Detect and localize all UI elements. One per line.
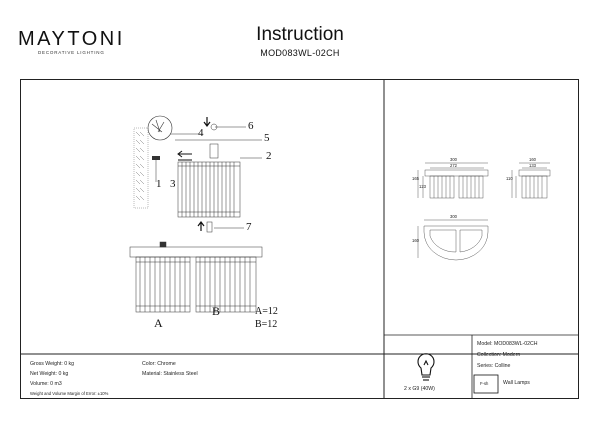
dim-height-1: 165 (412, 176, 419, 181)
callout-5: 5 (264, 132, 270, 144)
callout-3: 3 (170, 178, 176, 190)
lamp-front-view (129, 241, 263, 313)
model-code: MOD083WL-02CH (260, 48, 340, 58)
product-series: Series: Colline (477, 363, 511, 369)
callout-2: 2 (266, 150, 272, 162)
brand-tagline: DECORATIVE LIGHTING (38, 50, 105, 55)
count-a: A=12 (255, 306, 278, 317)
dim-height-2: 123 (419, 184, 426, 189)
dimension-side (511, 162, 551, 199)
dim-side-width: 160 (529, 157, 536, 162)
drawing-frame (20, 79, 579, 399)
view-b-label: B (212, 304, 221, 318)
bulb-spec: 2 x G9 (40W) (404, 386, 435, 392)
dim-height-3: 110 (506, 176, 513, 181)
product-type: Wall Lamps (503, 380, 530, 386)
gross-weight: Gross Weight: 0 kg (30, 361, 75, 367)
dim-top-width: 300 (450, 214, 457, 219)
count-b: B=12 (255, 319, 278, 330)
wall-lamp-icon-frame (473, 374, 499, 394)
dim-top-depth: 160 (412, 238, 419, 243)
color-spec: Color: Chrome (142, 361, 176, 367)
margin-note: Weight and Volume Margin of Error: ±10% (30, 391, 109, 396)
bulb-icon (417, 353, 435, 381)
page-title: Instruction (256, 24, 344, 45)
product-collection: Collection: Modern (477, 352, 521, 358)
callout-7: 7 (246, 221, 252, 233)
dim-side-inner: 133 (529, 163, 536, 168)
volume: Volume: 0 m3 (30, 381, 62, 387)
wall-hatch (133, 127, 149, 209)
dimension-top (417, 219, 489, 261)
callout-4: 4 (198, 127, 204, 139)
callout-6: 6 (248, 120, 254, 132)
lamp-body-side (177, 161, 241, 218)
net-weight: Net Weight: 0 kg (30, 371, 69, 377)
dim-front-inner: 272 (450, 163, 457, 168)
dim-front-width: 300 (450, 157, 457, 162)
view-a-label: A (154, 316, 163, 330)
product-model: Model: MOD083WL-02CH (477, 341, 538, 347)
wall-lamp-icon-text: F-sh (480, 381, 489, 386)
dimension-front (417, 162, 489, 199)
detail-circle (147, 115, 173, 141)
material-spec: Material: Stainless Steel (142, 371, 198, 377)
brand-logo: MAYTONI (18, 28, 125, 50)
callout-1: 1 (156, 178, 162, 190)
